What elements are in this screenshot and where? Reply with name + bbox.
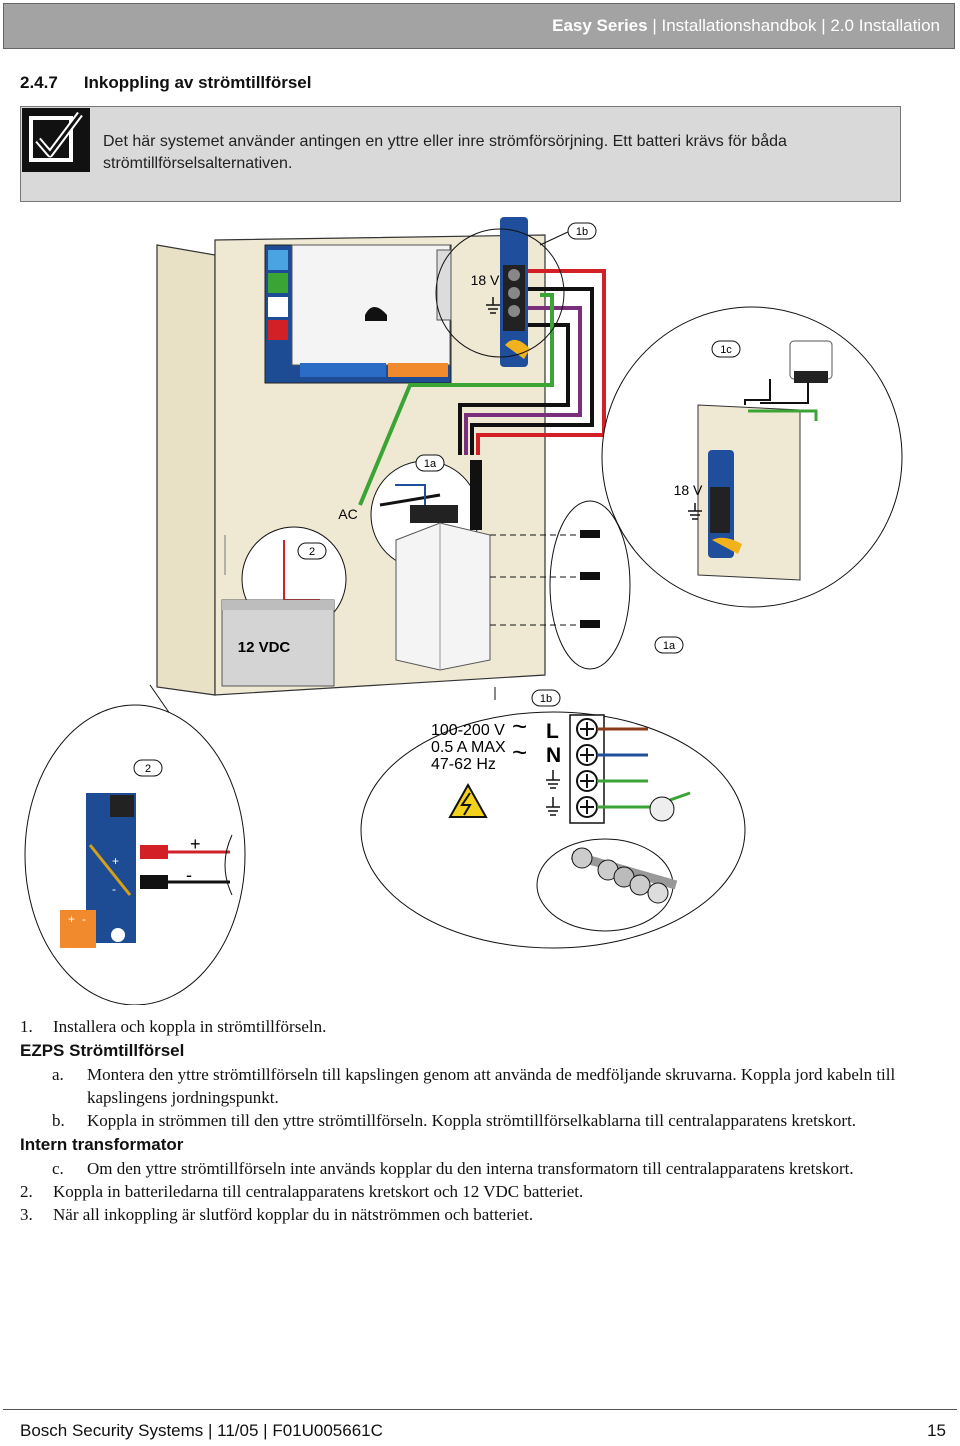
step-text: Koppla in batteriledarna till centralapp… [53,1182,584,1201]
step-number: 3. [20,1205,33,1224]
callout-1a-mid: 1a [424,458,437,470]
step-c: c. Om den yttre strömtillförseln inte an… [20,1157,920,1180]
step-text: Installera och koppla in strömtillförsel… [53,1017,327,1036]
step-letter: b. [52,1111,65,1130]
battery: 2 12 VDC [221,526,347,687]
terminal-l: L [546,720,559,743]
tilde-symbol: ~ [512,711,527,741]
page-header: Easy Series | Installationshandbok | 2.0… [3,3,955,49]
spec-frequency: 47-62 Hz [431,756,496,773]
control-board [264,244,452,384]
header-handbook: Installationshandbok [661,16,817,35]
callout-1b-top: 1b [576,226,588,238]
callout-1c: 1c [720,344,732,356]
label-18v-right: 18 V [674,482,703,498]
subheading-ezps: EZPS Strömtillförsel [20,1041,185,1060]
spec-current: 0.5 A MAX [431,739,506,756]
step-b: b. Koppla in strömmen till den yttre str… [20,1109,920,1132]
label-18v-top: 18 V [471,272,500,288]
step-number: 2. [20,1182,33,1201]
subheading-intern: Intern transformator [20,1135,184,1154]
instruction-steps: 1. Installera och koppla in strömtillför… [20,1015,920,1226]
section-title: Inkoppling av strömtillförsel [83,73,312,92]
page-number: 15 [927,1421,946,1440]
callout-2-bottom: 2 [145,763,151,775]
board-minus: - [112,882,116,896]
board-plus: + [112,854,119,868]
header-separator: | [816,16,831,35]
footer-company: Bosch Security Systems [20,1421,204,1440]
step-letter: a. [52,1065,64,1084]
step-text: När all inkoppling är slutförd kopplar d… [53,1205,534,1224]
step-letter: c. [52,1159,64,1178]
terminal-n: N [546,744,561,767]
warning-icon [448,782,488,818]
ground-icon [486,297,500,314]
step-text: Om den yttre strömtillförseln inte använ… [87,1159,854,1178]
callout-2-mid: 2 [309,546,315,558]
footer-divider [3,1409,957,1410]
checkbox-check-icon [22,108,90,172]
callout-1b-bottom: 1b [540,693,552,705]
ground-icon [546,770,560,816]
step-text: Koppla in strömmen till den yttre strömt… [87,1111,857,1130]
plus-sign: + [190,834,201,854]
step-1: 1. Installera och koppla in strömtillför… [20,1015,920,1038]
header-chapter: 2.0 Installation [830,16,940,35]
orange-minus: - [82,912,86,926]
mains-terminal-detail: 1b 100-200 V 0.5 A MAX 47-62 Hz ~ ~ L N [360,687,746,949]
label-battery: 12 VDC [238,639,291,656]
footer-separator: | [258,1421,273,1440]
battery-terminal-detail: 2 + - + - + - [24,684,246,1005]
header-series: Easy Series [552,16,648,35]
top-connector [500,217,530,367]
external-psu: 1c 18 V [601,306,903,608]
section-heading: 2.4.7 Inkoppling av strömtillförsel [20,73,311,93]
footer-doc-number: F01U005661C [272,1421,383,1440]
step-a: a. Montera den yttre strömtillförseln ti… [20,1063,920,1109]
section-number: 2.4.7 [20,73,58,92]
header-separator: | [647,16,662,35]
wiring-diagram: 1b 18 V 1c 18 V 1a AC [24,217,903,1005]
callout-1a-right: 1a [663,640,676,652]
note-box: Det här systemet använder antingen en yt… [20,106,901,202]
footer-separator: | [203,1421,218,1440]
footer-info: Bosch Security Systems | 11/05 | F01U005… [20,1421,383,1441]
spec-voltage: 100-200 V [431,722,505,739]
mounting-screws: 1a [490,500,684,670]
footer-date: 11/05 [217,1421,259,1440]
step-text: Montera den yttre strömtillförseln till … [87,1065,896,1107]
step-3: 3. När all inkoppling är slutförd koppla… [20,1203,920,1226]
step-2: 2. Koppla in batteriledarna till central… [20,1180,920,1203]
tilde-symbol: ~ [512,737,527,767]
orange-plus: + [68,912,75,926]
transformer [395,522,491,671]
label-ac: AC [338,506,357,522]
step-number: 1. [20,1017,33,1036]
note-text: Det här systemet använder antingen en yt… [103,133,787,172]
minus-sign: - [186,865,192,885]
ground-icon [688,503,702,520]
